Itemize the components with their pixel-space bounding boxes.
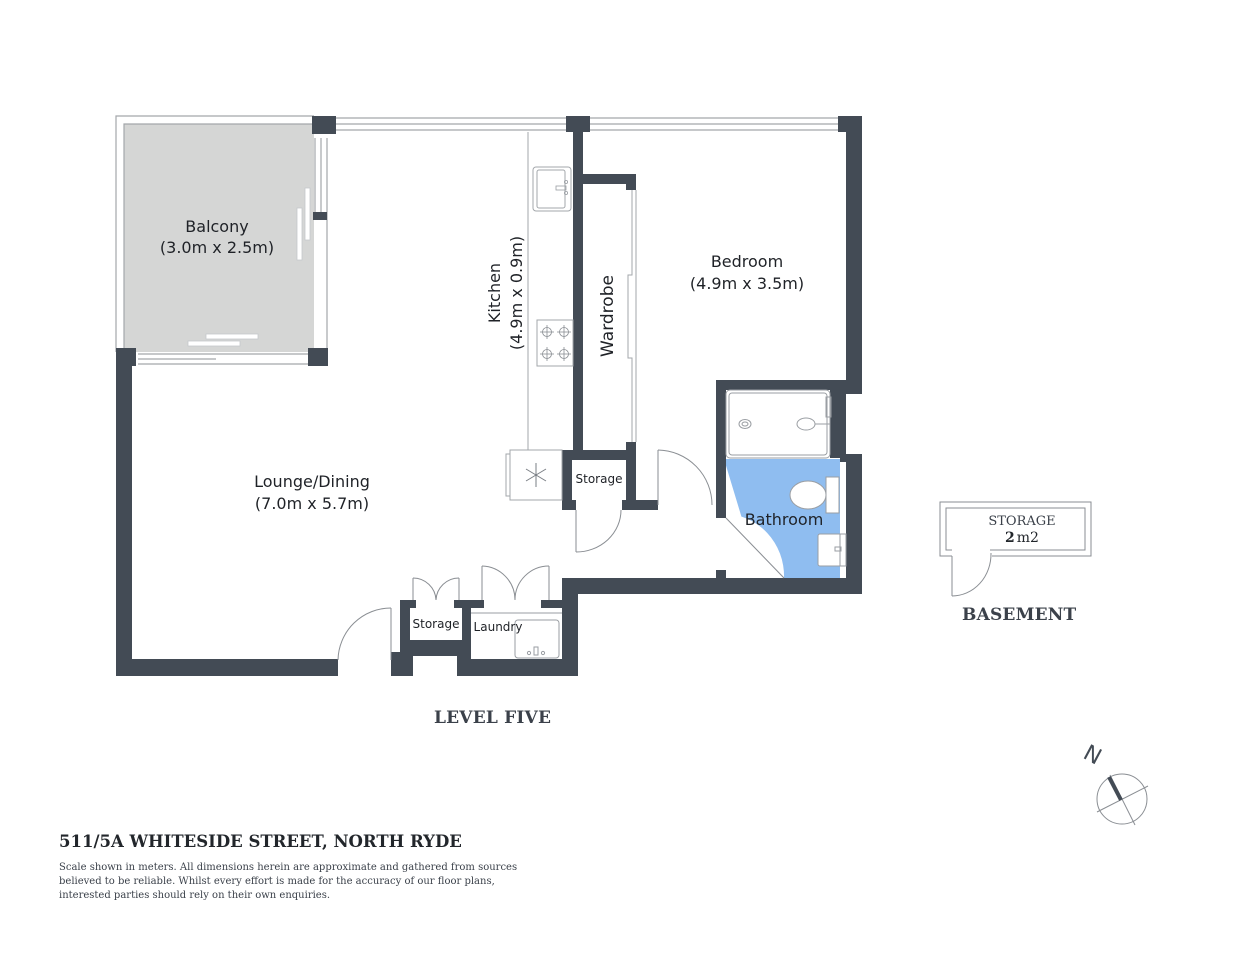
bathroom-label: Bathroom — [745, 510, 824, 529]
basement-storage — [939, 501, 1092, 597]
balcony-dims: (3.0m x 2.5m) — [160, 238, 274, 257]
toilet-icon — [789, 476, 840, 514]
walls — [116, 116, 862, 676]
property-address: 511/5A WHITESIDE STREET, NORTH RYDE — [59, 832, 462, 851]
wardrobe-label: Wardrobe — [598, 275, 618, 357]
kitchen-bench — [527, 132, 574, 450]
lounge-dims: (7.0m x 5.7m) — [255, 494, 369, 513]
laundry-sink-icon — [471, 612, 562, 659]
level-five-label: LEVEL FIVE — [434, 708, 552, 728]
bedroom-dims: (4.9m x 3.5m) — [690, 274, 804, 293]
hall-storage-label: Storage — [576, 472, 623, 486]
cooktop-icon — [540, 325, 571, 361]
balcony-label: Balcony — [185, 217, 248, 236]
sink-tap-icon — [555, 179, 569, 195]
compass-icon: N — [1079, 741, 1149, 826]
door-swings — [337, 449, 785, 661]
compass-north-label: N — [1079, 741, 1105, 771]
lounge-label: Lounge/Dining — [254, 472, 370, 491]
balcony-floor — [124, 124, 314, 352]
fridge-icon — [505, 449, 563, 501]
windows — [138, 117, 840, 365]
entry-storage-label: Storage — [413, 617, 460, 631]
wardrobe-doors — [627, 190, 637, 442]
laundry-label: Laundry — [474, 620, 523, 634]
shower — [725, 389, 832, 459]
disclaimer-text: Scale shown in meters. All dimensions he… — [59, 862, 518, 901]
kitchen-dims: (4.9m x 0.9m) — [507, 236, 526, 350]
basement-label: BASEMENT — [962, 605, 1077, 625]
bedroom-label: Bedroom — [711, 252, 783, 271]
basement-storage-label: STORAGE — [988, 514, 1055, 529]
kitchen-label: Kitchen — [485, 263, 504, 323]
sliding-door-panels — [187, 187, 311, 347]
snowflake-icon — [525, 463, 547, 487]
balcony-edge — [115, 115, 314, 352]
basin-icon — [817, 533, 847, 567]
